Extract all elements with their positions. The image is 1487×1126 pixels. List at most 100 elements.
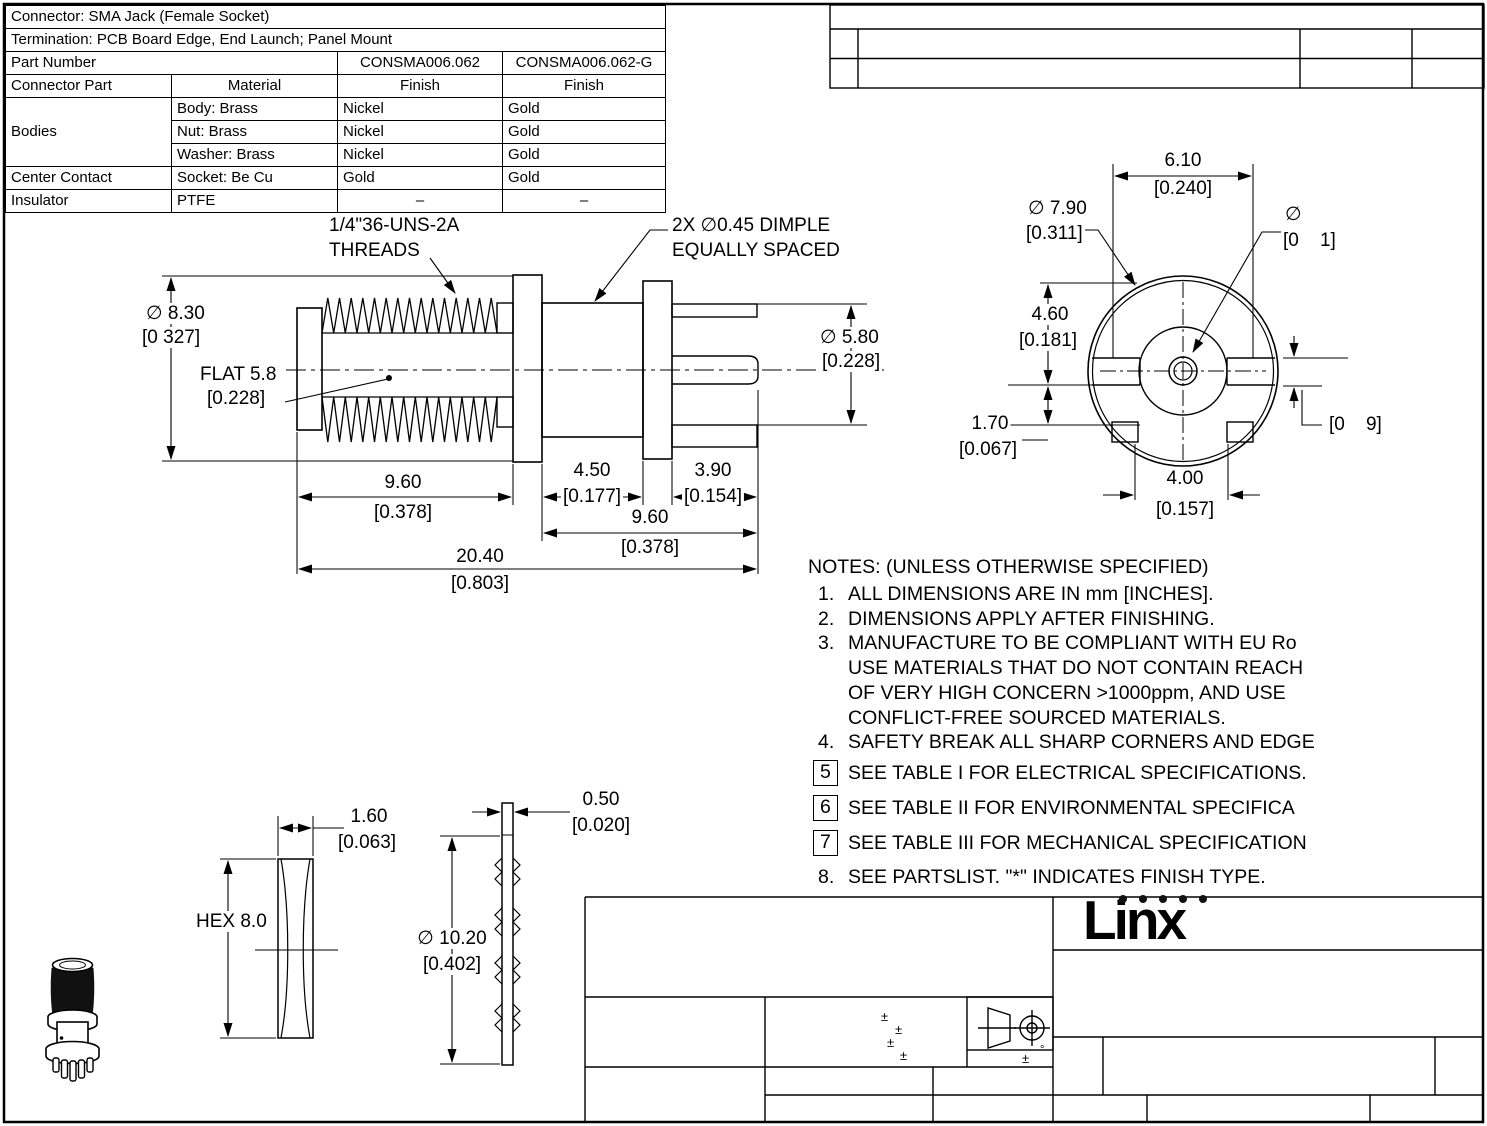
- dim-9-60-right-in: [0.378]: [618, 537, 682, 558]
- dimple-callout-line2: EQUALLY SPACED: [670, 240, 842, 261]
- part-number-1: CONSMA006.062: [337, 51, 503, 75]
- linx-logo-text: Linx: [1083, 889, 1187, 951]
- dim-3-90: 3.90: [692, 460, 734, 481]
- dimple-callout-line1: 2X ∅0.45 DIMPLE: [670, 215, 833, 236]
- table-row: Bodies Body: Brass Nickel Gold: [5, 97, 666, 167]
- dim-4-00-in: [0.157]: [1153, 499, 1217, 520]
- note-text: OF VERY HIGH CONCERN >1000ppm, AND USE: [848, 682, 1286, 704]
- dim-4-50: 4.50: [571, 460, 613, 481]
- termination-row: Termination: PCB Board Edge, End Launch;…: [5, 28, 666, 52]
- isometric-thumbnail: [45, 957, 100, 1082]
- thread-callout-line2: THREADS: [327, 240, 422, 261]
- dim-dia-8-30: ∅ 8.30: [144, 303, 207, 324]
- connector-row: Connector: SMA Jack (Female Socket): [5, 5, 666, 29]
- dim-dia-10-20: ∅ 10.20: [415, 928, 489, 949]
- cell-material: Socket: Be Cu: [171, 166, 338, 190]
- dim-dia-partial-in: [0 1]: [1281, 230, 1338, 251]
- dim-4-60-in: [0.181]: [1016, 330, 1080, 351]
- tolerance-degree-mark: °: [1040, 1044, 1045, 1056]
- cell-finish2: Gold: [502, 166, 666, 190]
- dim-flat-5-8-in: [0.228]: [205, 388, 268, 409]
- cell-part: Center Contact: [5, 166, 172, 190]
- dim-0-9-in: [0 9]: [1327, 414, 1384, 435]
- cell-finish1: Nickel: [337, 97, 503, 121]
- dim-dia-8-30-in: [0 327]: [140, 327, 203, 348]
- note-marker: 2.: [818, 608, 835, 630]
- note-text: SAFETY BREAK ALL SHARP CORNERS AND EDGE: [848, 731, 1315, 753]
- tolerance-pm-mark: ±: [895, 1022, 903, 1037]
- linx-logo-dots-icon: [1119, 895, 1207, 903]
- dim-dia-7-90: ∅ 7.90: [1026, 198, 1089, 219]
- note-text: ALL DIMENSIONS ARE IN mm [INCHES].: [848, 583, 1214, 605]
- cell-finish2: Gold: [502, 143, 666, 167]
- note-marker: 4.: [818, 731, 835, 753]
- tolerance-pm-mark: ±: [900, 1048, 908, 1063]
- tolerance-pm-mark: ±: [881, 1009, 889, 1024]
- cell-finish2: Gold: [502, 120, 666, 144]
- cell-finish1: –: [337, 189, 503, 213]
- cell-finish1: Nickel: [337, 143, 503, 167]
- note-marker-boxed: 7: [813, 830, 838, 856]
- table-row: Insulator PTFE – –: [5, 189, 666, 213]
- cell-finish1: Nickel: [337, 120, 503, 144]
- cell-part: Insulator: [5, 189, 172, 213]
- header-finish-2: Finish: [502, 74, 666, 98]
- note-text: DIMENSIONS APPLY AFTER FINISHING.: [848, 608, 1215, 630]
- end-view: [1008, 164, 1348, 500]
- main-side-view: [162, 229, 884, 574]
- notes-header: NOTES: (UNLESS OTHERWISE SPECIFIED): [808, 556, 1209, 578]
- note-marker: 3.: [818, 632, 835, 654]
- dim-4-50-in: [0.177]: [560, 486, 624, 507]
- note-text: SEE TABLE I FOR ELECTRICAL SPECIFICATION…: [848, 762, 1307, 784]
- dim-3-90-in: [0.154]: [681, 486, 745, 507]
- note-text: USE MATERIALS THAT DO NOT CONTAIN REACH: [848, 657, 1304, 679]
- title-block-grid: [584, 896, 1483, 1122]
- dim-1-60: 1.60: [348, 806, 390, 827]
- revision-table-grid: [829, 4, 1485, 89]
- part-number-2: CONSMA006.062-G: [502, 51, 666, 75]
- materials-table: Connector: SMA Jack (Female Socket) Term…: [5, 5, 666, 213]
- dim-0-50: 0.50: [580, 789, 622, 810]
- dim-1-70-in: [0.067]: [956, 439, 1020, 460]
- cell-bodies: Bodies: [5, 97, 172, 167]
- note-marker-boxed: 6: [813, 795, 838, 821]
- cell-material: Washer: Brass: [171, 143, 338, 167]
- cell-material: Nut: Brass: [171, 120, 338, 144]
- cell-finish2: Gold: [502, 97, 666, 121]
- note-text: MANUFACTURE TO BE COMPLIANT WITH EU Ro: [848, 632, 1297, 654]
- header-material: Material: [171, 74, 338, 98]
- dim-hex-8-0: HEX 8.0: [194, 911, 269, 932]
- dim-6-10: 6.10: [1162, 150, 1204, 171]
- note-marker: 8.: [818, 866, 835, 888]
- note-text: SEE PARTSLIST. "*" INDICATES FINISH TYPE…: [848, 866, 1266, 888]
- dim-9-60-left-in: [0.378]: [371, 502, 435, 523]
- dim-dia-partial: ∅: [1283, 204, 1304, 225]
- dim-dia-7-90-in: [0.311]: [1024, 223, 1085, 244]
- dim-6-10-in: [0.240]: [1151, 178, 1215, 199]
- hex-nut-view: [220, 816, 344, 1039]
- dim-1-60-in: [0.063]: [335, 832, 399, 853]
- dim-dia-5-80-in: [0.228]: [820, 351, 883, 372]
- cell-finish1: Gold: [337, 166, 503, 190]
- dim-dia-10-20-in: [0.402]: [420, 954, 484, 975]
- third-angle-projection-symbol: [978, 1007, 1050, 1049]
- table-row: Washer: Brass Nickel Gold: [6, 143, 666, 167]
- note-marker-boxed: 5: [813, 760, 838, 786]
- cell-material: Body: Brass: [171, 97, 338, 121]
- cell-finish2: –: [502, 189, 666, 213]
- dim-flat-5-8: FLAT 5.8: [198, 364, 279, 385]
- thread-callout-line1: 1/4"36-UNS-2A: [327, 215, 462, 236]
- note-text: CONFLICT-FREE SOURCED MATERIALS.: [848, 707, 1226, 729]
- dim-1-70: 1.70: [969, 413, 1011, 434]
- tolerance-pm-mark: ±: [887, 1035, 895, 1050]
- note-marker: 1.: [818, 583, 835, 605]
- header-connector-part: Connector Part: [5, 74, 172, 98]
- cell-material: PTFE: [171, 189, 338, 213]
- note-text: SEE TABLE II FOR ENVIRONMENTAL SPECIFICA: [848, 797, 1295, 819]
- tolerance-pm-mark: ±: [1022, 1051, 1030, 1066]
- dim-9-60-left: 9.60: [382, 472, 424, 493]
- table-row: Center Contact Socket: Be Cu Gold Gold: [5, 166, 666, 190]
- notes: NOTES: (UNLESS OTHERWISE SPECIFIED) 1. AL…: [808, 556, 1368, 896]
